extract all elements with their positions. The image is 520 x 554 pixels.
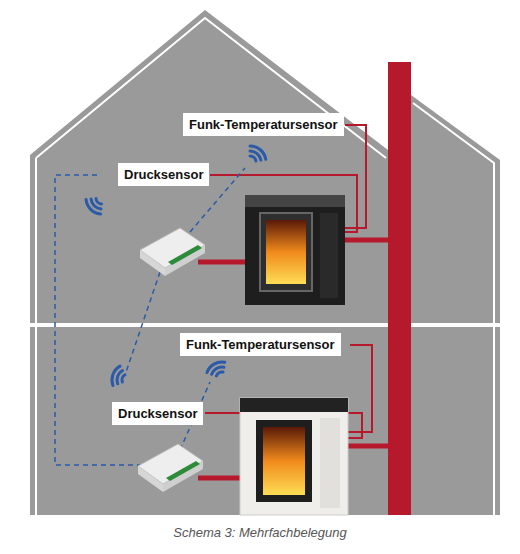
label-text: Drucksensor <box>124 166 203 183</box>
house-body <box>30 10 388 515</box>
pellet-stove <box>245 195 345 305</box>
stove-body <box>245 195 345 305</box>
terminal-block <box>168 245 202 265</box>
sensor-label: Funk-Temperatursensor <box>183 113 344 136</box>
annex-line <box>413 103 494 515</box>
floor-line <box>30 323 500 327</box>
flue-pipe <box>348 444 388 449</box>
sensor-label: Drucksensor <box>112 402 203 425</box>
wire <box>345 125 366 228</box>
stove-top <box>245 195 345 207</box>
sensor-label: Drucksensor <box>118 163 209 186</box>
stove-top <box>240 398 348 412</box>
wifi-arc <box>89 199 101 211</box>
roof-line <box>36 18 386 158</box>
controller-module <box>138 444 203 492</box>
radio-links <box>55 168 245 465</box>
module-side <box>163 461 203 492</box>
wifi-arc <box>109 365 120 386</box>
wall-line <box>35 158 37 515</box>
wifi-arc <box>95 199 101 205</box>
cable <box>198 260 245 265</box>
wifi-arc <box>250 155 257 161</box>
chimney <box>388 62 411 515</box>
label-text: Funk-Temperatursensor <box>186 336 335 353</box>
wifi-arc <box>250 143 268 159</box>
pellet-stove <box>240 398 348 515</box>
stove-door <box>256 420 312 502</box>
stove-side <box>320 418 340 508</box>
figure-caption: Schema 3: Mehrfachbelegung <box>0 525 520 540</box>
wifi-arc <box>121 374 125 382</box>
wifi-symbol <box>109 365 127 388</box>
wifi-arc <box>115 370 122 384</box>
wifi-arc <box>216 371 223 376</box>
sensor-label: Funk-Temperatursensor <box>180 333 341 356</box>
flue-pipe <box>345 238 388 243</box>
stove-body <box>240 398 348 515</box>
stove-door <box>260 213 312 291</box>
house-annex <box>411 95 500 515</box>
wifi-symbol <box>205 359 229 379</box>
cable <box>198 476 240 481</box>
radio-link <box>125 272 160 375</box>
wifi-symbol <box>83 194 106 217</box>
wifi-arc <box>83 199 100 216</box>
terminal-block <box>166 461 200 481</box>
label-text: Drucksensor <box>118 405 197 422</box>
label-text: Funk-Temperatursensor <box>189 116 338 133</box>
module-side <box>140 250 165 276</box>
stove-fire <box>263 427 305 495</box>
wifi-arc <box>205 359 225 373</box>
wire <box>348 345 372 432</box>
stove-fire <box>266 220 306 284</box>
module-side <box>165 245 205 276</box>
controller-module <box>140 228 205 276</box>
module-side <box>138 466 163 492</box>
wifi-symbol <box>245 143 268 165</box>
stove-side <box>320 213 338 298</box>
